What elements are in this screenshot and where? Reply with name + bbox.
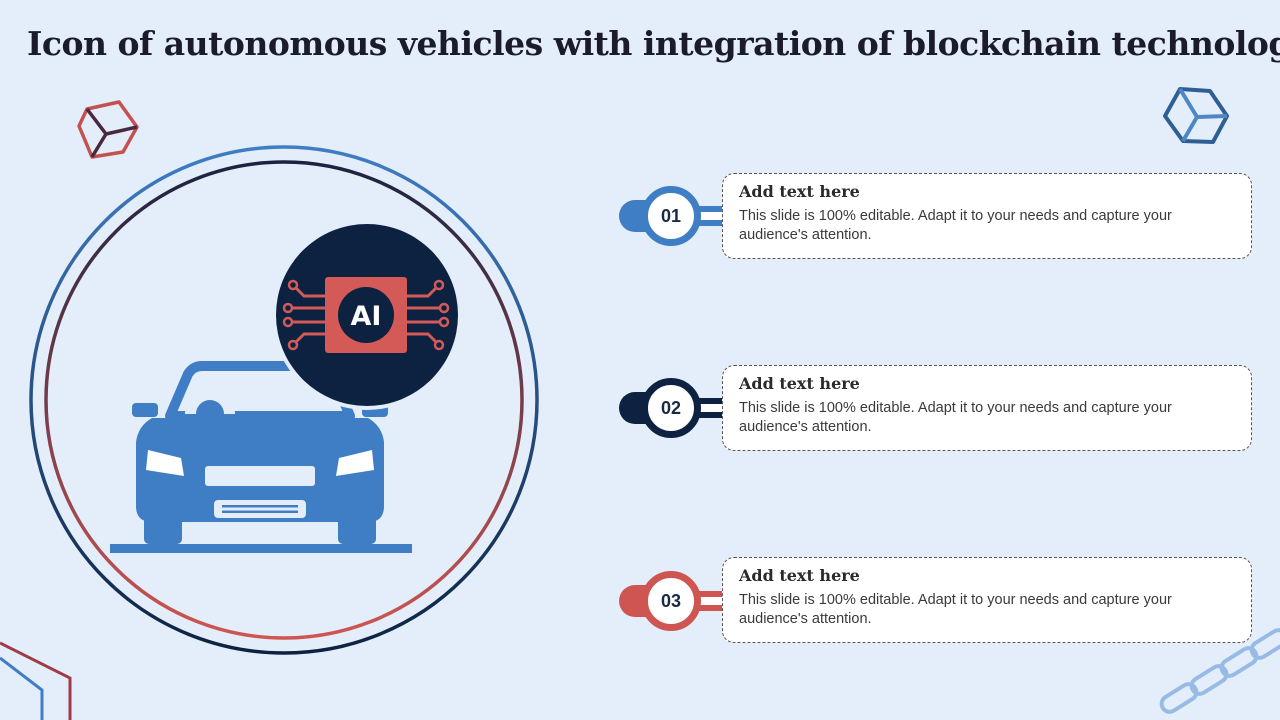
text-card-03: Add text here This slide is 100% editabl… bbox=[722, 557, 1252, 643]
page-title: Icon of autonomous vehicles with integra… bbox=[27, 24, 1280, 63]
step-badge-02: 02 bbox=[619, 378, 723, 438]
step-badge-01: 01 bbox=[619, 186, 723, 246]
card-description: This slide is 100% editable. Adapt it to… bbox=[739, 208, 1172, 243]
card-description: This slide is 100% editable. Adapt it to… bbox=[739, 400, 1172, 435]
ai-chip-icon: AI bbox=[272, 220, 462, 410]
badge-ring: 01 bbox=[641, 186, 701, 246]
step-number: 01 bbox=[660, 205, 682, 226]
inner-ring bbox=[44, 160, 524, 640]
text-card-02: Add text here This slide is 100% editabl… bbox=[722, 365, 1252, 451]
outer-ring bbox=[29, 145, 539, 655]
chain-icon bbox=[1159, 628, 1280, 714]
card-title: Add text here bbox=[739, 374, 860, 393]
step-number: 03 bbox=[660, 590, 682, 611]
step-number: 02 bbox=[660, 397, 682, 418]
card-title: Add text here bbox=[739, 566, 860, 585]
badge-ring: 02 bbox=[641, 378, 701, 438]
badge-ring: 03 bbox=[641, 571, 701, 631]
corner-decoration bbox=[0, 641, 72, 720]
cube-icon bbox=[77, 100, 139, 159]
card-title: Add text here bbox=[739, 182, 860, 201]
step-badge-03: 03 bbox=[619, 571, 723, 631]
ai-label: AI bbox=[351, 301, 382, 332]
card-description: This slide is 100% editable. Adapt it to… bbox=[739, 592, 1172, 627]
text-card-01: Add text here This slide is 100% editabl… bbox=[722, 173, 1252, 259]
cube-icon bbox=[1163, 87, 1229, 144]
